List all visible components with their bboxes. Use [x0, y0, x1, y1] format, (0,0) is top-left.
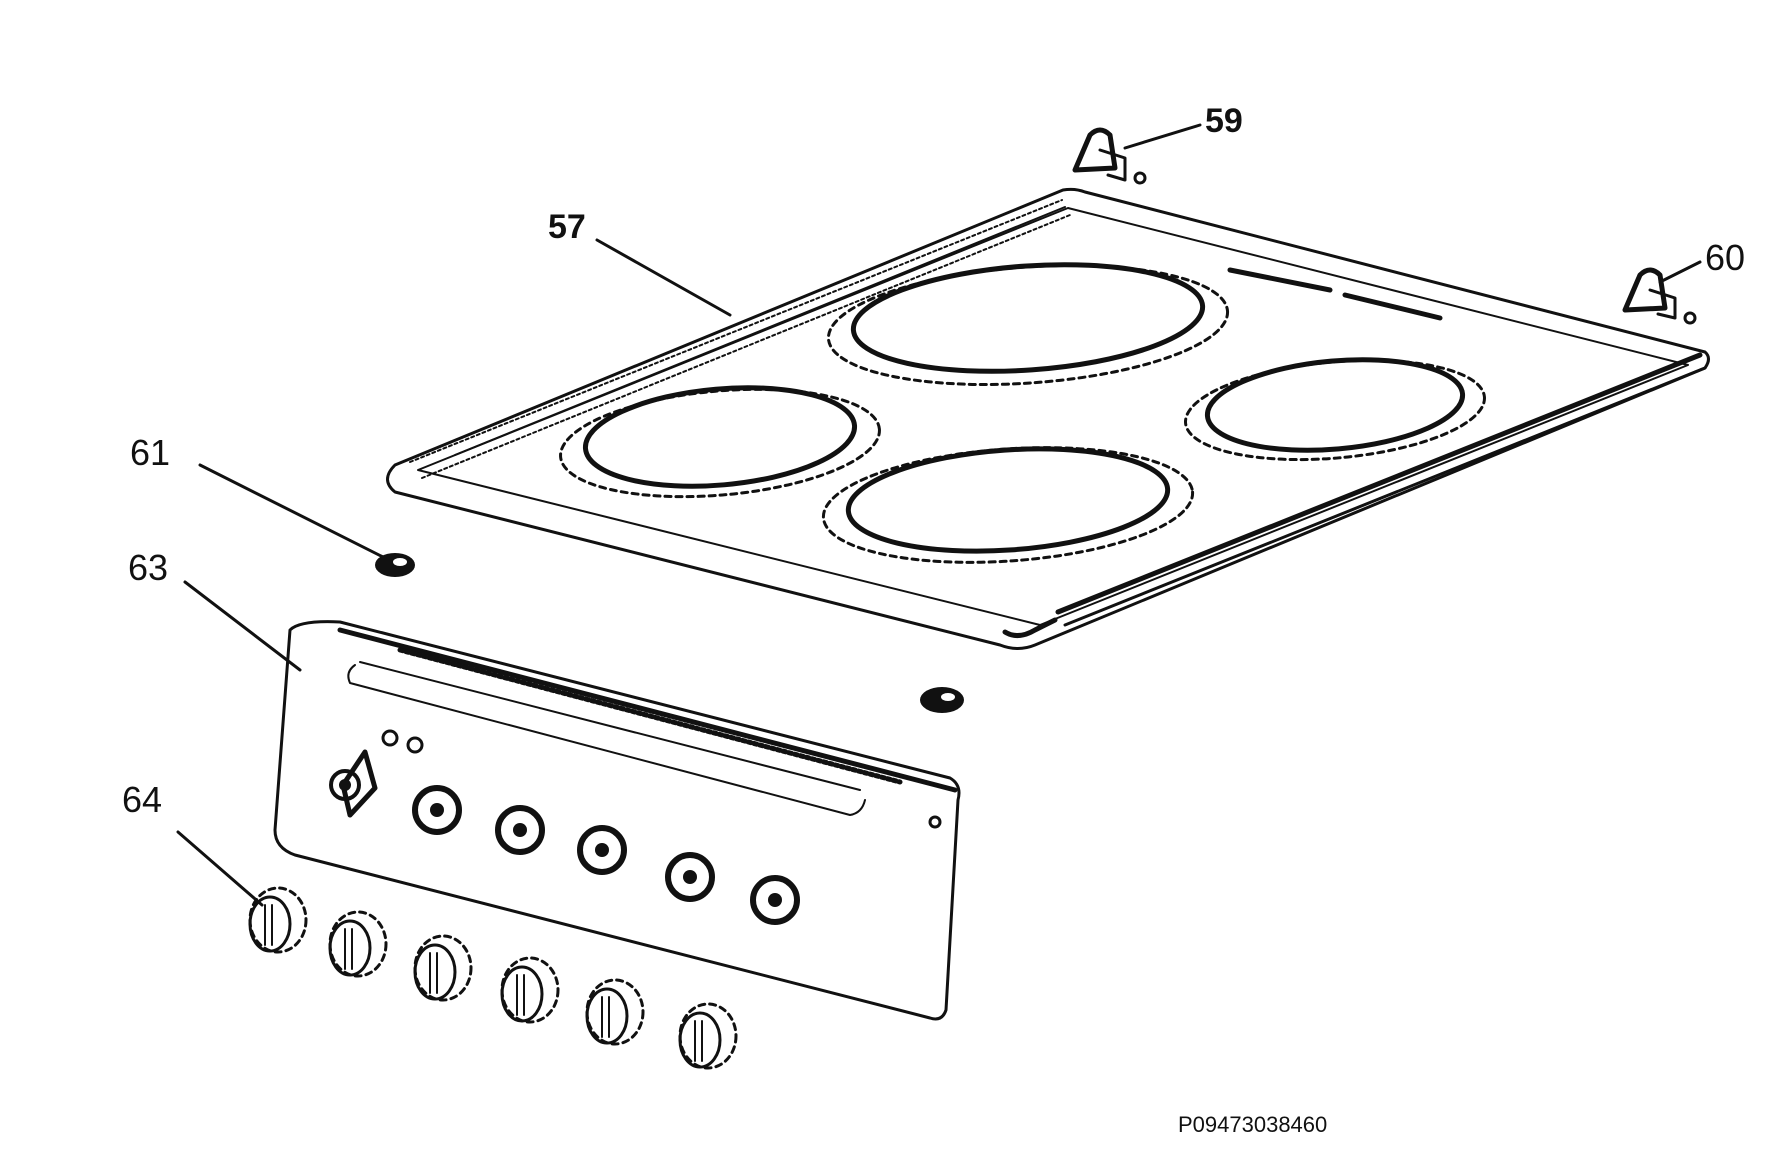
- cooking-zone-back-right: [826, 262, 1230, 387]
- cooking-zone-back-left: [559, 385, 881, 499]
- callout-63: 63: [128, 547, 168, 588]
- knob-socket-2: [412, 785, 462, 835]
- cooking-zone-front-left: [821, 446, 1195, 564]
- knob-socket-6: [750, 875, 800, 925]
- knob-socket-4: [577, 825, 627, 875]
- leader-lines: [176, 123, 1702, 907]
- knob-6: [678, 1002, 738, 1070]
- knob-2: [328, 910, 388, 978]
- knob-socket-3: [495, 805, 545, 855]
- knob-1: [248, 886, 308, 954]
- control-panel: [273, 620, 961, 1021]
- callout-60: 60: [1705, 237, 1745, 278]
- drawing-code: P09473038460: [1178, 1112, 1327, 1137]
- knob-socket-1: [329, 749, 378, 818]
- clip-61-right: [920, 687, 964, 713]
- callout-64: 64: [122, 779, 162, 820]
- cooking-zone-front-right: [1184, 357, 1486, 462]
- callout-57: 57: [548, 208, 586, 246]
- callout-59: 59: [1205, 102, 1243, 140]
- hob-top: [386, 187, 1710, 650]
- knob-5: [585, 978, 645, 1046]
- callout-61: 61: [130, 432, 170, 473]
- knob-4: [500, 956, 560, 1024]
- control-knobs: [248, 886, 738, 1070]
- hinge-59: [1072, 127, 1147, 185]
- hinge-60: [1622, 267, 1697, 325]
- knob-socket-5: [665, 852, 715, 902]
- knob-3: [413, 934, 473, 1002]
